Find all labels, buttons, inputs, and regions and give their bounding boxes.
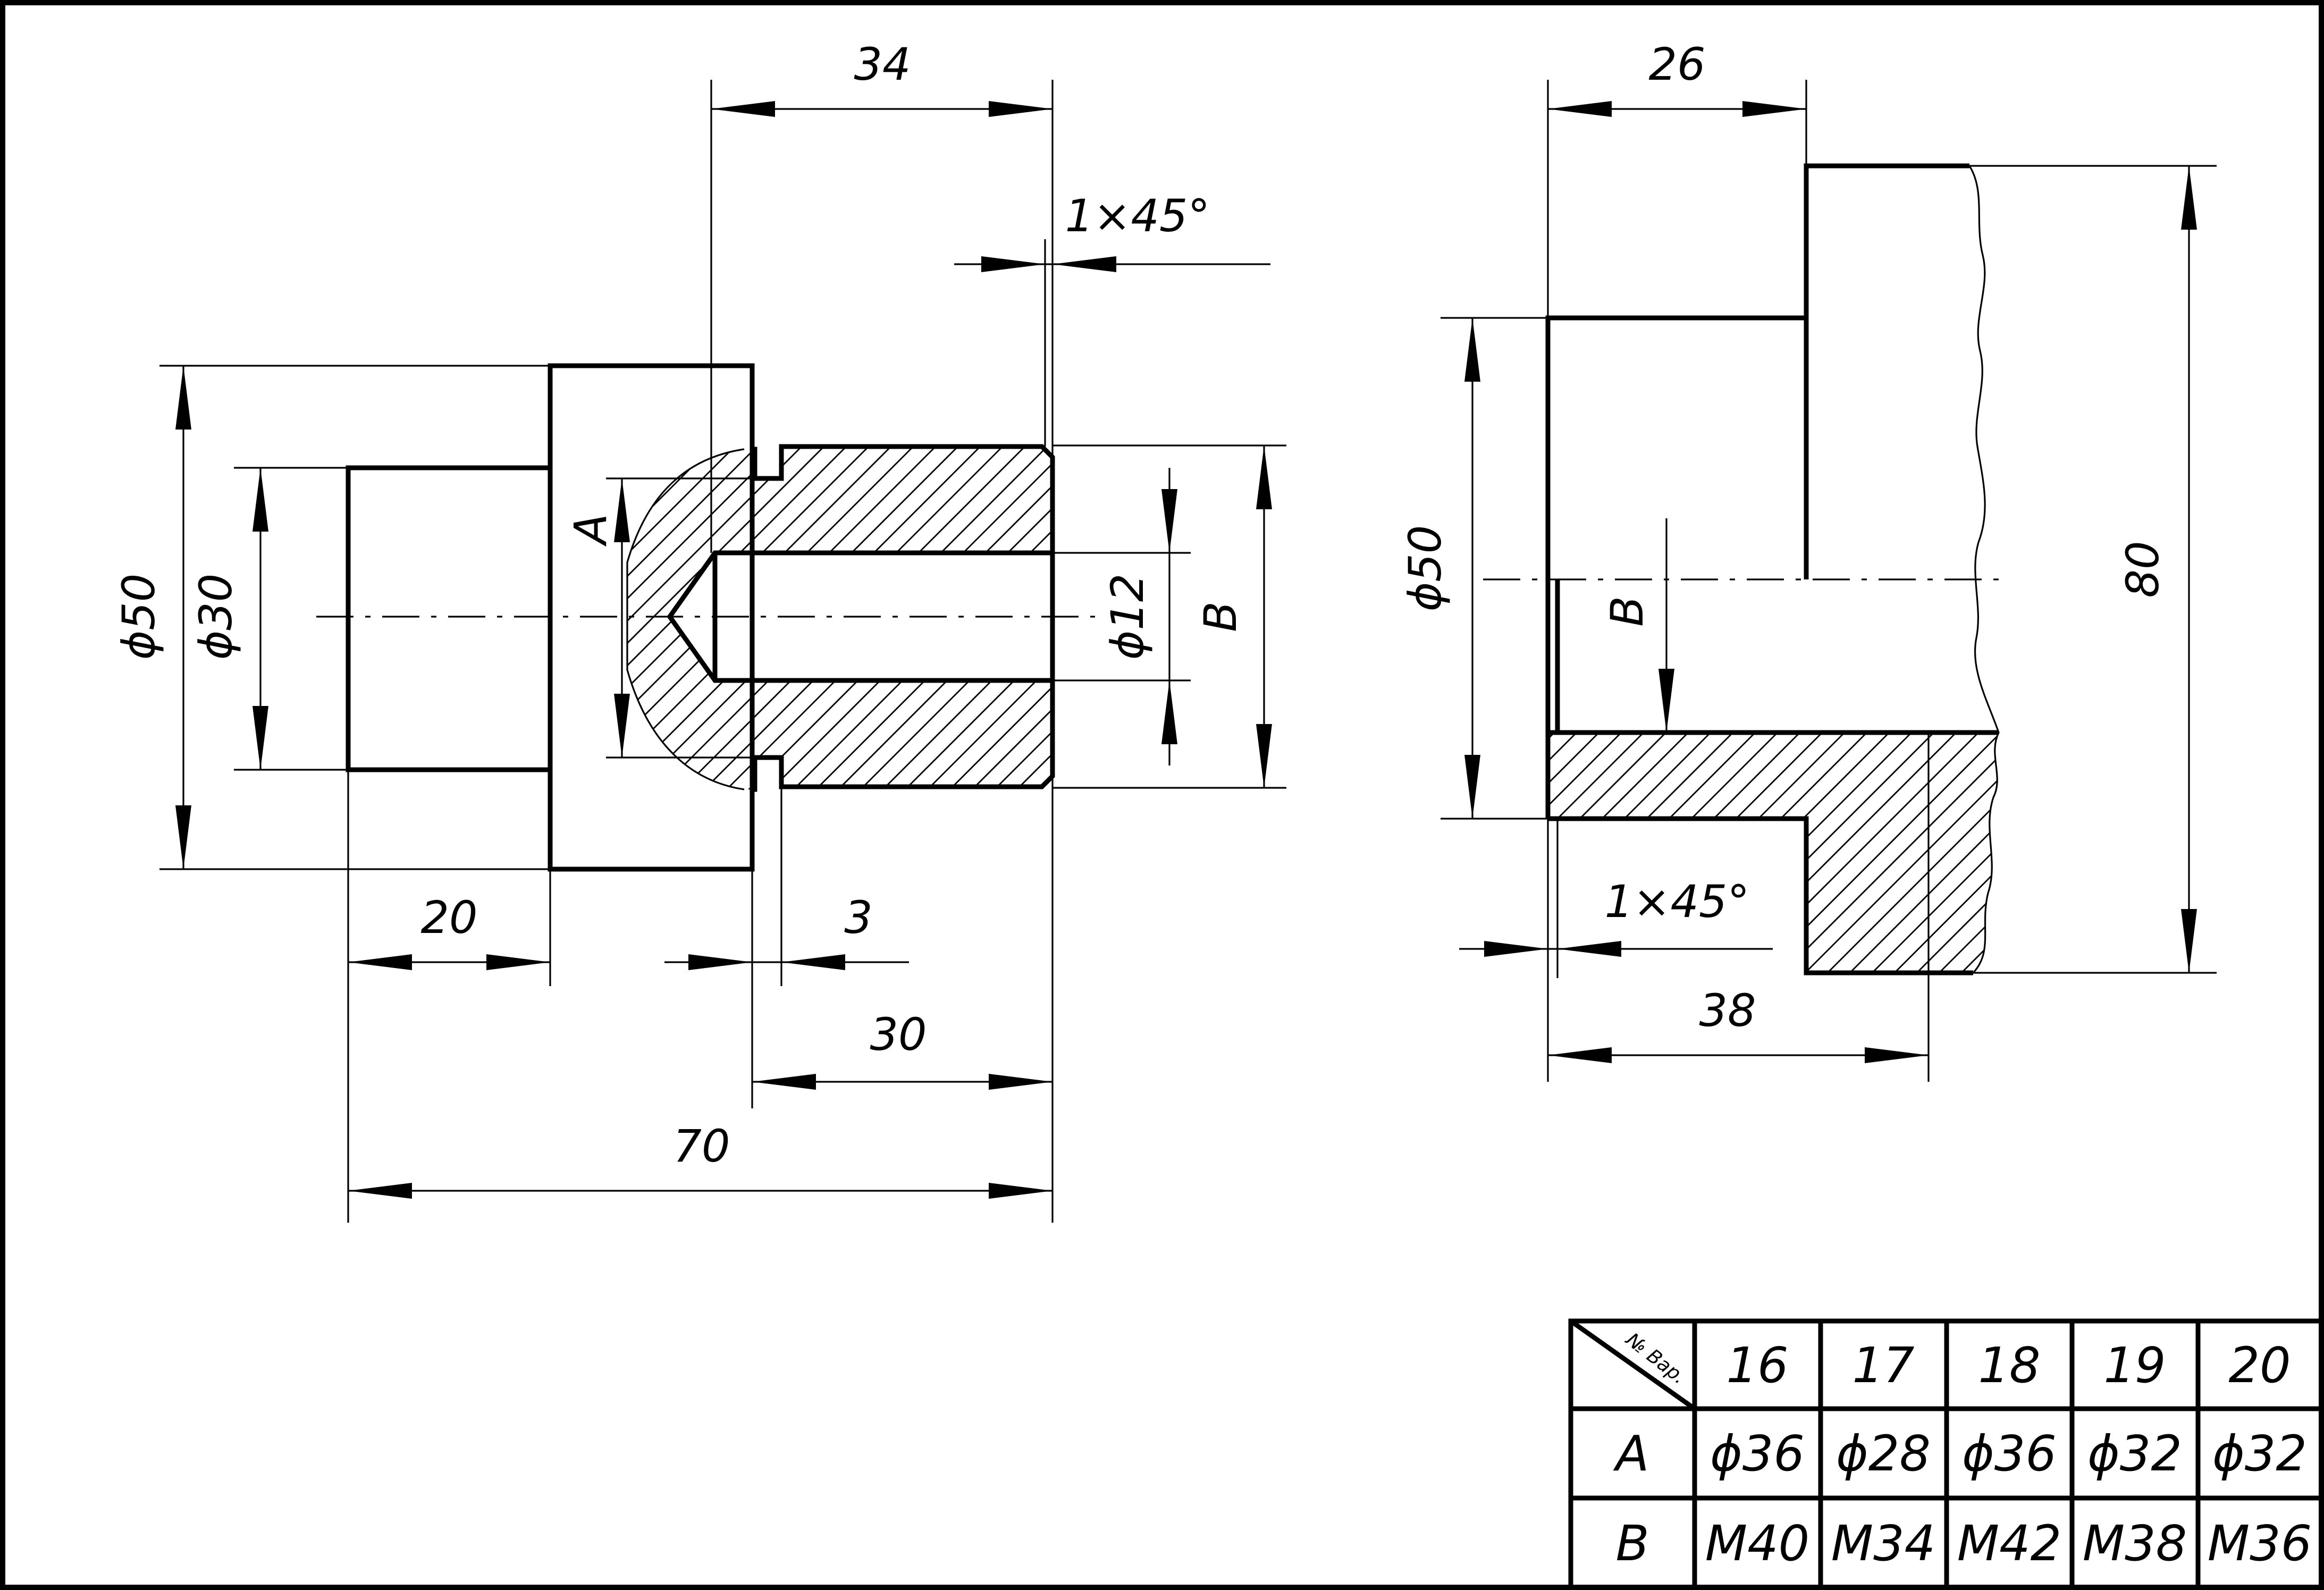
cell-A-19: ϕ32 [2087,1425,2182,1482]
cell-A-16: ϕ36 [1710,1425,1805,1482]
left-break-line [626,448,745,790]
col-header-19: 19 [2103,1337,2166,1394]
cell-B-18: M42 [1957,1515,2061,1572]
dim-chamfer-right: 1×45° [1605,876,1750,928]
dim-diam-30: ϕ30 [190,574,242,660]
right-dimension-lines [1459,108,2190,1056]
col-header-16: 16 [1726,1337,1788,1394]
left-dimension-arrows [175,101,1272,1199]
dim-chamfer-left: 1×45° [1065,190,1210,242]
dim-B-left: B [1194,601,1247,632]
dim-A-left: A [565,514,617,546]
left-extension-lines [159,80,1286,1223]
dim-diam-50-right: ϕ50 [1399,525,1451,611]
col-header-17: 17 [1852,1337,1914,1394]
dim-26: 26 [1649,38,1706,90]
right-break-line [1968,165,2000,974]
cell-B-16: M40 [1705,1515,1809,1572]
dim-B-right: B [1601,596,1653,627]
right-dimension-arrows [1464,101,2197,1063]
cell-B-17: M34 [1831,1515,1935,1572]
right-section-hatching [1548,733,1999,973]
dim-70: 70 [673,1120,730,1172]
dim-38: 38 [1699,985,1756,1037]
dim-30-length: 30 [870,1008,927,1061]
cell-A-18: ϕ36 [1962,1425,2057,1482]
dim-20: 20 [421,891,478,944]
col-header-18: 18 [1978,1337,2040,1394]
row-label-B: B [1615,1515,1649,1572]
row-label-A: A [1613,1425,1649,1482]
right-extension-lines [1441,80,2217,1082]
dim-diam-12: ϕ12 [1101,574,1153,660]
dim-80: 80 [2117,541,2169,598]
cell-B-20: M36 [2208,1515,2312,1572]
right-view: 26 ϕ50 B 80 1×45° 38 [1399,38,2217,1082]
cell-A-20: ϕ32 [2212,1425,2307,1482]
col-header-20: 20 [2228,1337,2291,1394]
right-part-outline [1545,163,1999,975]
cell-A-17: ϕ28 [1836,1425,1931,1482]
variants-table: № Вар. 16 17 18 19 20 A ϕ36 ϕ28 ϕ36 ϕ32 … [1568,1318,2324,1590]
dim-3: 3 [844,891,872,944]
left-view: 34 1×45° A ϕ50 ϕ30 ϕ12 B 20 3 30 70 [113,38,1286,1223]
cell-B-19: M38 [2083,1515,2187,1572]
dim-diam-50-left: ϕ50 [113,574,165,660]
dim-34: 34 [854,38,911,90]
